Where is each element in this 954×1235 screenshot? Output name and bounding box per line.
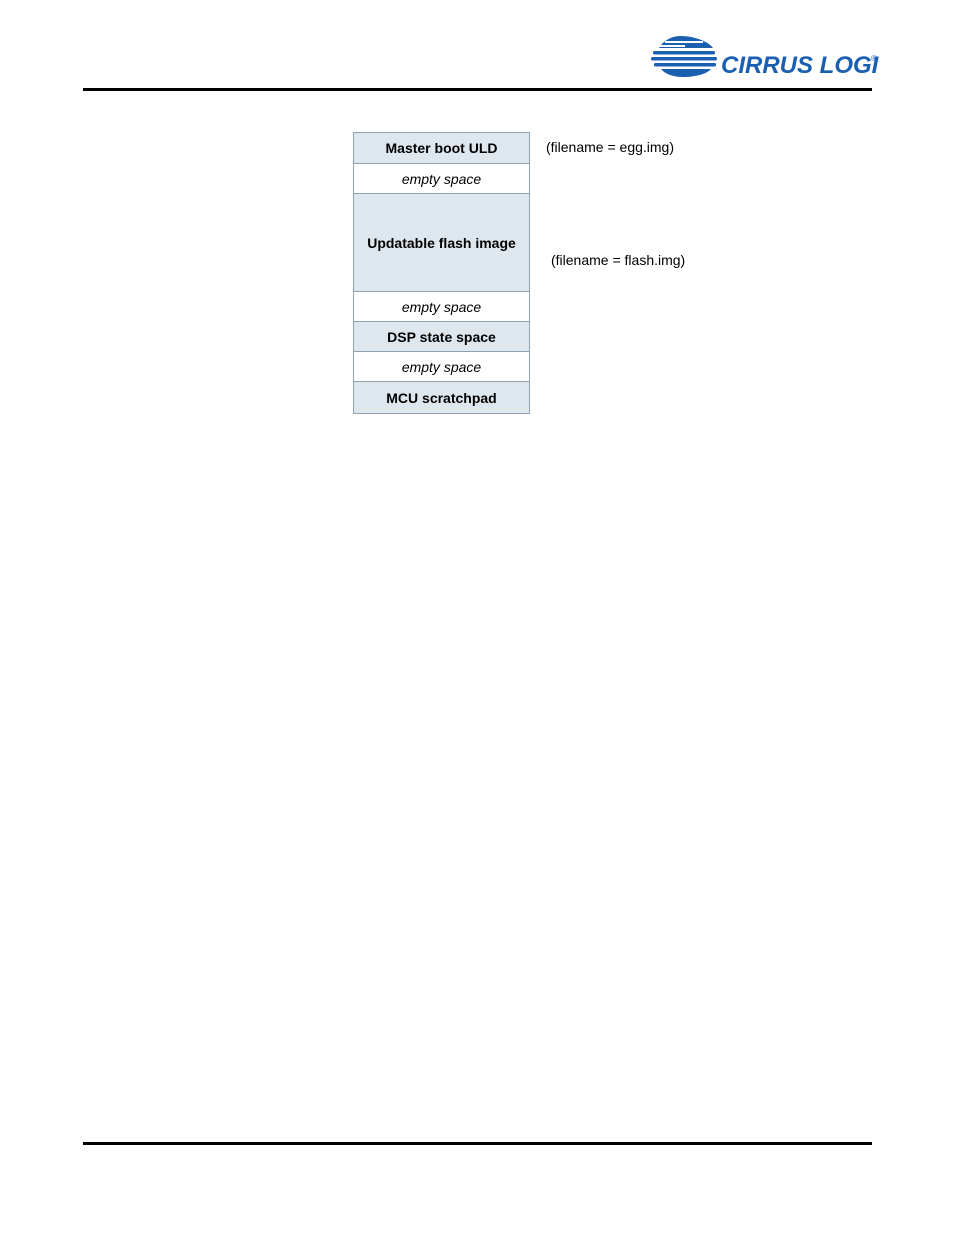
header-rule [83, 88, 872, 91]
annotation-egg-img: (filename = egg.img) [546, 139, 675, 155]
block-empty-space: empty space [354, 164, 529, 194]
block-dsp-state-space: DSP state space [354, 322, 529, 352]
block-mcu-scratchpad: MCU scratchpad [354, 382, 529, 413]
cirrus-logic-logo: CIRRUS LOGIC ® [651, 34, 879, 78]
annotation-flash-img: (filename = flash.img) [551, 252, 686, 268]
registered-mark: ® [871, 54, 877, 63]
logo-wordmark: CIRRUS LOGIC [721, 52, 879, 78]
block-master-boot-uld: Master boot ULD [354, 133, 529, 164]
block-updatable-flash-image: Updatable flash image [354, 194, 529, 292]
block-empty-space: empty space [354, 352, 529, 382]
block-empty-space: empty space [354, 292, 529, 322]
footer-rule [83, 1142, 872, 1145]
memory-map-diagram: Master boot ULD empty space Updatable fl… [353, 132, 530, 414]
